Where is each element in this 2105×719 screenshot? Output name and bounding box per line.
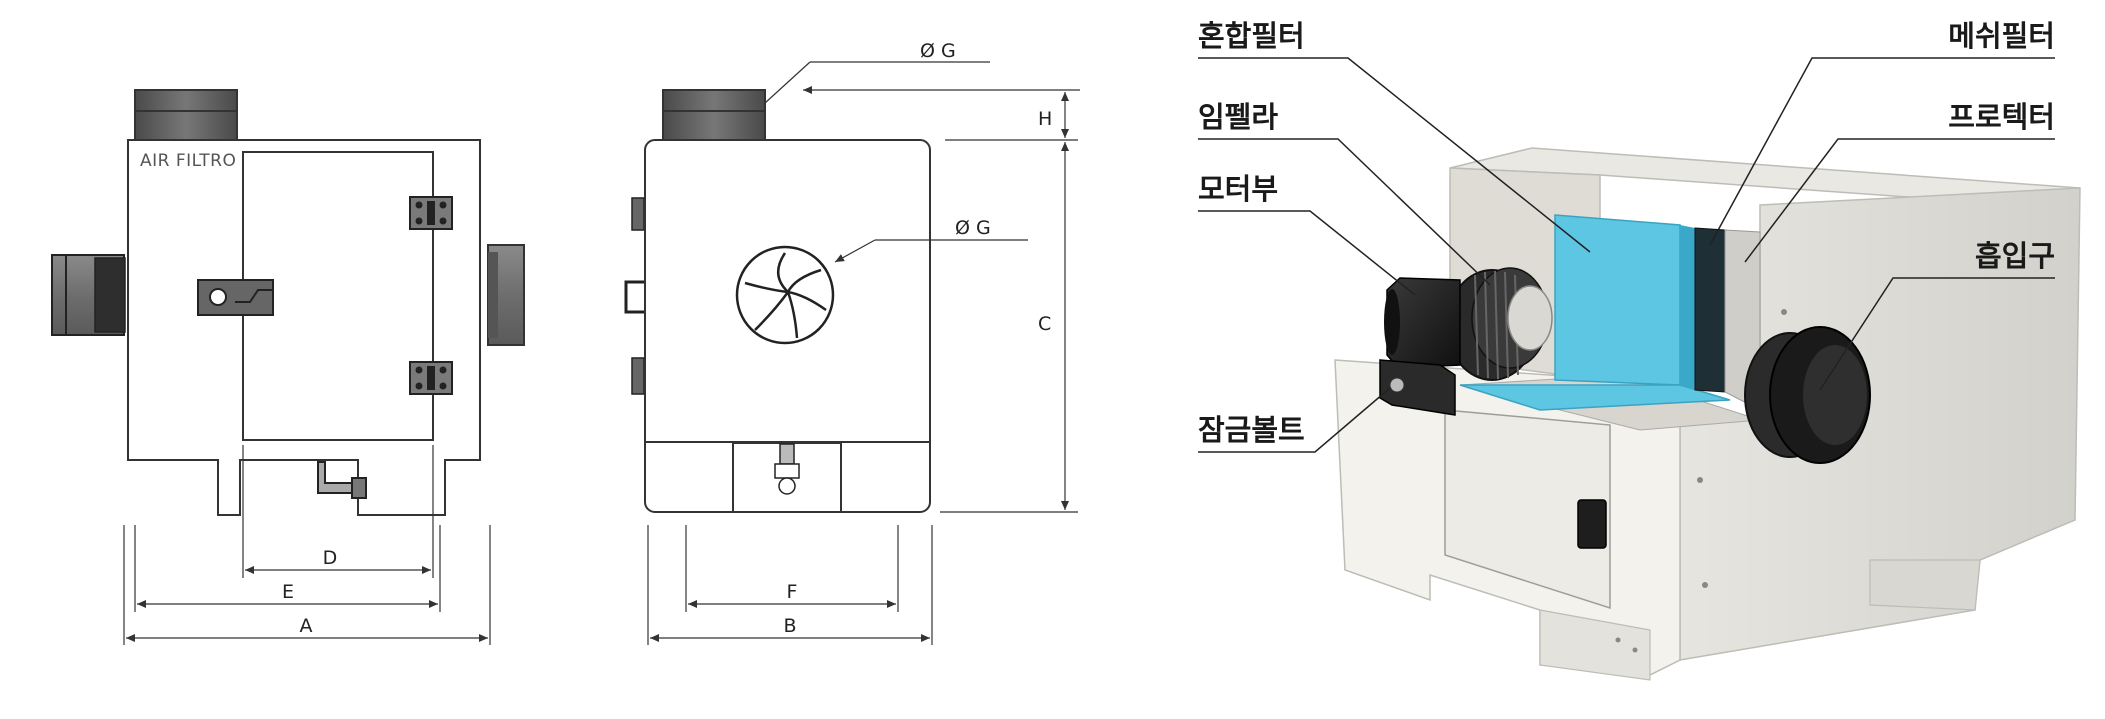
cutaway-leg-right bbox=[1869, 559, 1981, 611]
top-duct-pipe bbox=[134, 89, 238, 141]
top-hinge bbox=[409, 196, 453, 230]
callout-motor: 모터부 bbox=[1198, 172, 1416, 296]
dimension-a-label: A bbox=[300, 615, 313, 637]
callout-protector-label: 프로텍터 bbox=[1948, 100, 2055, 134]
fan-icon bbox=[735, 245, 835, 345]
side-view-drawing: Ø G Ø G H C F bbox=[624, 40, 1080, 645]
impeller-element bbox=[1446, 267, 1553, 381]
dimension-f-label: F bbox=[787, 581, 798, 603]
dimension-g-top: Ø G bbox=[764, 40, 1080, 104]
dimension-c: C bbox=[940, 142, 1078, 513]
inlet-element bbox=[1744, 326, 1871, 464]
mesh-filter-element bbox=[1694, 227, 1726, 393]
callout-mixed-filter: 혼합필터 bbox=[1198, 19, 1591, 253]
dimension-d: D bbox=[242, 445, 434, 578]
cutaway-leg-front bbox=[1539, 609, 1651, 681]
dimension-f: F bbox=[685, 525, 899, 612]
callout-inlet-label: 흡입구 bbox=[1975, 239, 2055, 273]
callout-inlet: 흡입구 bbox=[1819, 239, 2055, 391]
mixed-filter-element bbox=[1459, 214, 1731, 411]
callout-impeller: 임펠라 bbox=[1198, 100, 1491, 286]
dimension-c-label: C bbox=[1038, 313, 1051, 335]
dimension-g-fan-label: Ø G bbox=[955, 217, 991, 239]
callout-mesh-filter-label: 메쉬필터 bbox=[1948, 19, 2055, 53]
dimension-g-top-label: Ø G bbox=[920, 40, 956, 62]
dimension-b-label: B bbox=[783, 615, 796, 637]
dimension-a: A bbox=[123, 525, 491, 645]
front-view-drawing: AIR FILTRO D bbox=[51, 89, 525, 645]
dimension-b: B bbox=[647, 525, 933, 645]
left-inlet-pipe bbox=[51, 254, 126, 336]
dimension-h: H bbox=[945, 92, 1078, 141]
callout-protector: 프로텍터 bbox=[1744, 100, 2055, 263]
dimension-d-label: D bbox=[323, 547, 338, 569]
callout-motor-label: 모터부 bbox=[1198, 172, 1278, 206]
side-mount-tab-2 bbox=[631, 357, 645, 395]
callout-mixed-filter-label: 혼합필터 bbox=[1198, 19, 1305, 53]
drain-valve bbox=[317, 461, 367, 499]
callout-lock-bolt: 잠금볼트 bbox=[1198, 387, 1391, 453]
right-outlet-pipe bbox=[487, 244, 525, 346]
cutaway-door-latch bbox=[1577, 499, 1607, 549]
brand-label: AIR FILTRO bbox=[140, 151, 236, 171]
door-latch bbox=[197, 279, 274, 316]
side-mount-tab-1 bbox=[631, 197, 645, 231]
bottom-hinge bbox=[409, 361, 453, 395]
dimension-e: E bbox=[134, 525, 441, 612]
callout-impeller-label: 임펠라 bbox=[1198, 100, 1278, 134]
lock-bolt-element bbox=[1379, 359, 1456, 416]
side-top-duct-pipe bbox=[662, 89, 766, 141]
front-door-panel bbox=[242, 151, 434, 441]
callout-lock-bolt-label: 잠금볼트 bbox=[1198, 413, 1305, 447]
side-handle bbox=[624, 280, 644, 314]
cutaway-render bbox=[1334, 147, 2081, 681]
dimension-g-fan: Ø G bbox=[834, 217, 1028, 263]
callout-mesh-filter: 메쉬필터 bbox=[1709, 19, 2055, 246]
side-drain-valve bbox=[774, 443, 800, 495]
dimension-e-label: E bbox=[282, 581, 294, 603]
cutaway-door-panel bbox=[1444, 409, 1611, 610]
motor-element bbox=[1384, 277, 1461, 369]
dimension-h-label: H bbox=[1038, 108, 1052, 130]
